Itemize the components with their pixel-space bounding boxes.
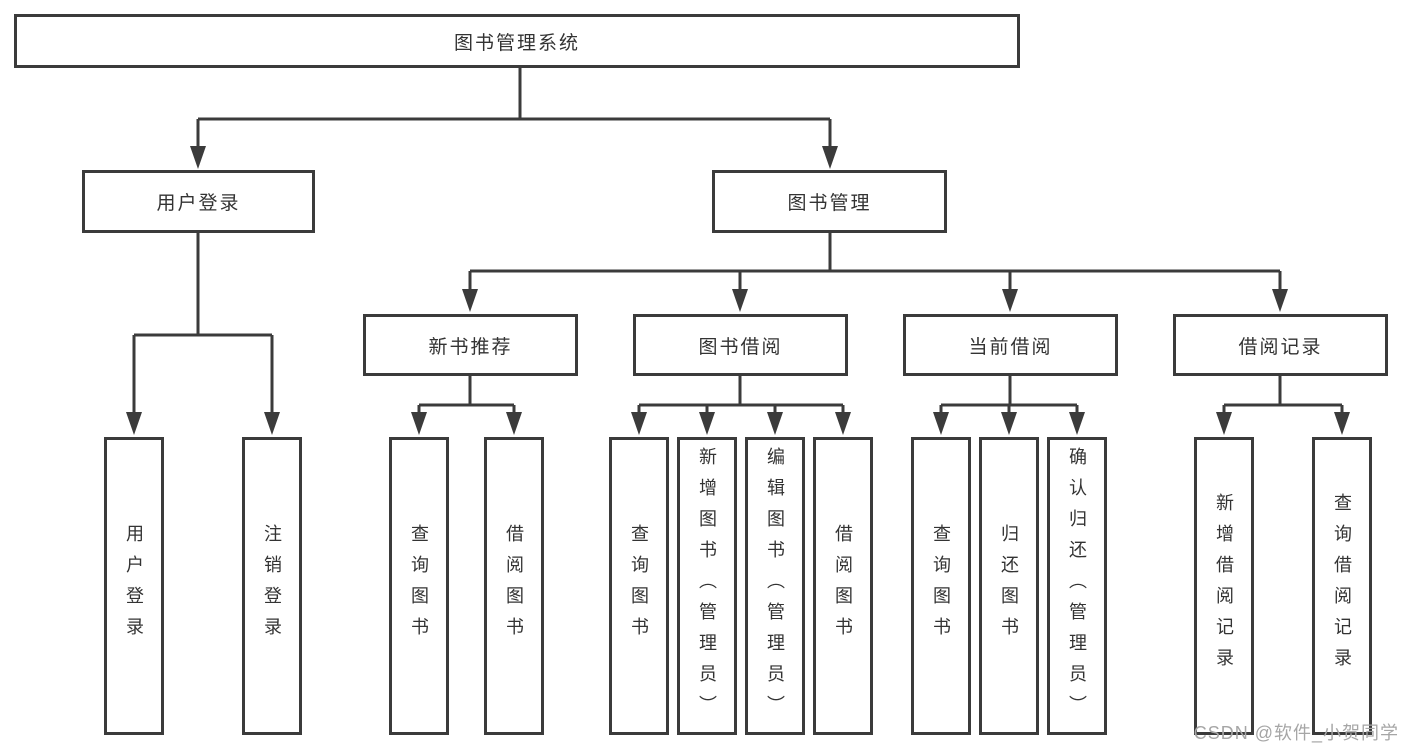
node-label: 编辑图书（管理员） (765, 446, 785, 726)
node-user-login: 用户登录 (82, 170, 315, 233)
node-label: 图书借阅 (698, 336, 783, 358)
node-book-management: 图书管理 (712, 170, 947, 233)
node-label: 查询图书 (931, 524, 951, 648)
leaf-query-books-3: 查询图书 (911, 437, 971, 735)
node-label: 借阅记录 (1238, 336, 1323, 358)
node-label: 图书管理 (787, 193, 872, 214)
node-label: 查询图书 (629, 524, 649, 648)
node-current-borrowing: 当前借阅 (903, 314, 1118, 376)
node-label: 归还图书 (999, 524, 1019, 648)
node-new-book-recommend: 新书推荐 (363, 314, 578, 376)
leaf-add-books-admin: 新增图书（管理员） (677, 437, 737, 735)
leaf-user-login: 用户登录 (104, 437, 164, 735)
node-book-borrowing: 图书借阅 (633, 314, 848, 376)
leaf-confirm-return-admin: 确认归还（管理员） (1047, 437, 1107, 735)
node-label: 借阅图书 (504, 524, 524, 648)
node-label: 用户登录 (156, 193, 241, 214)
node-label: 查询图书 (409, 524, 429, 648)
leaf-query-books-2: 查询图书 (609, 437, 669, 735)
leaf-borrow-books-2: 借阅图书 (813, 437, 873, 735)
node-label: 用户登录 (124, 524, 144, 648)
node-library-management-system: 图书管理系统 (14, 14, 1020, 68)
node-label: 借阅图书 (833, 524, 853, 648)
leaf-query-borrow-record: 查询借阅记录 (1312, 437, 1372, 735)
leaf-add-borrow-record: 新增借阅记录 (1194, 437, 1254, 735)
node-label: 新增借阅记录 (1214, 493, 1234, 679)
leaf-return-books: 归还图书 (979, 437, 1039, 735)
node-label: 注销登录 (262, 524, 282, 648)
arrowheads (126, 146, 1350, 435)
leaf-query-books-1: 查询图书 (389, 437, 449, 735)
leaf-logout: 注销登录 (242, 437, 302, 735)
node-label: 当前借阅 (968, 336, 1053, 358)
node-borrowing-records: 借阅记录 (1173, 314, 1388, 376)
node-label: 查询借阅记录 (1332, 493, 1352, 679)
node-label: 新增图书（管理员） (697, 446, 717, 726)
node-label: 新书推荐 (428, 336, 513, 358)
csdn-watermark: CSDN @软件_小贺同学 (1193, 723, 1399, 743)
leaf-borrow-books-1: 借阅图书 (484, 437, 544, 735)
node-label: 图书管理系统 (453, 32, 580, 54)
node-label: 确认归还（管理员） (1067, 446, 1087, 726)
leaf-edit-books-admin: 编辑图书（管理员） (745, 437, 805, 735)
